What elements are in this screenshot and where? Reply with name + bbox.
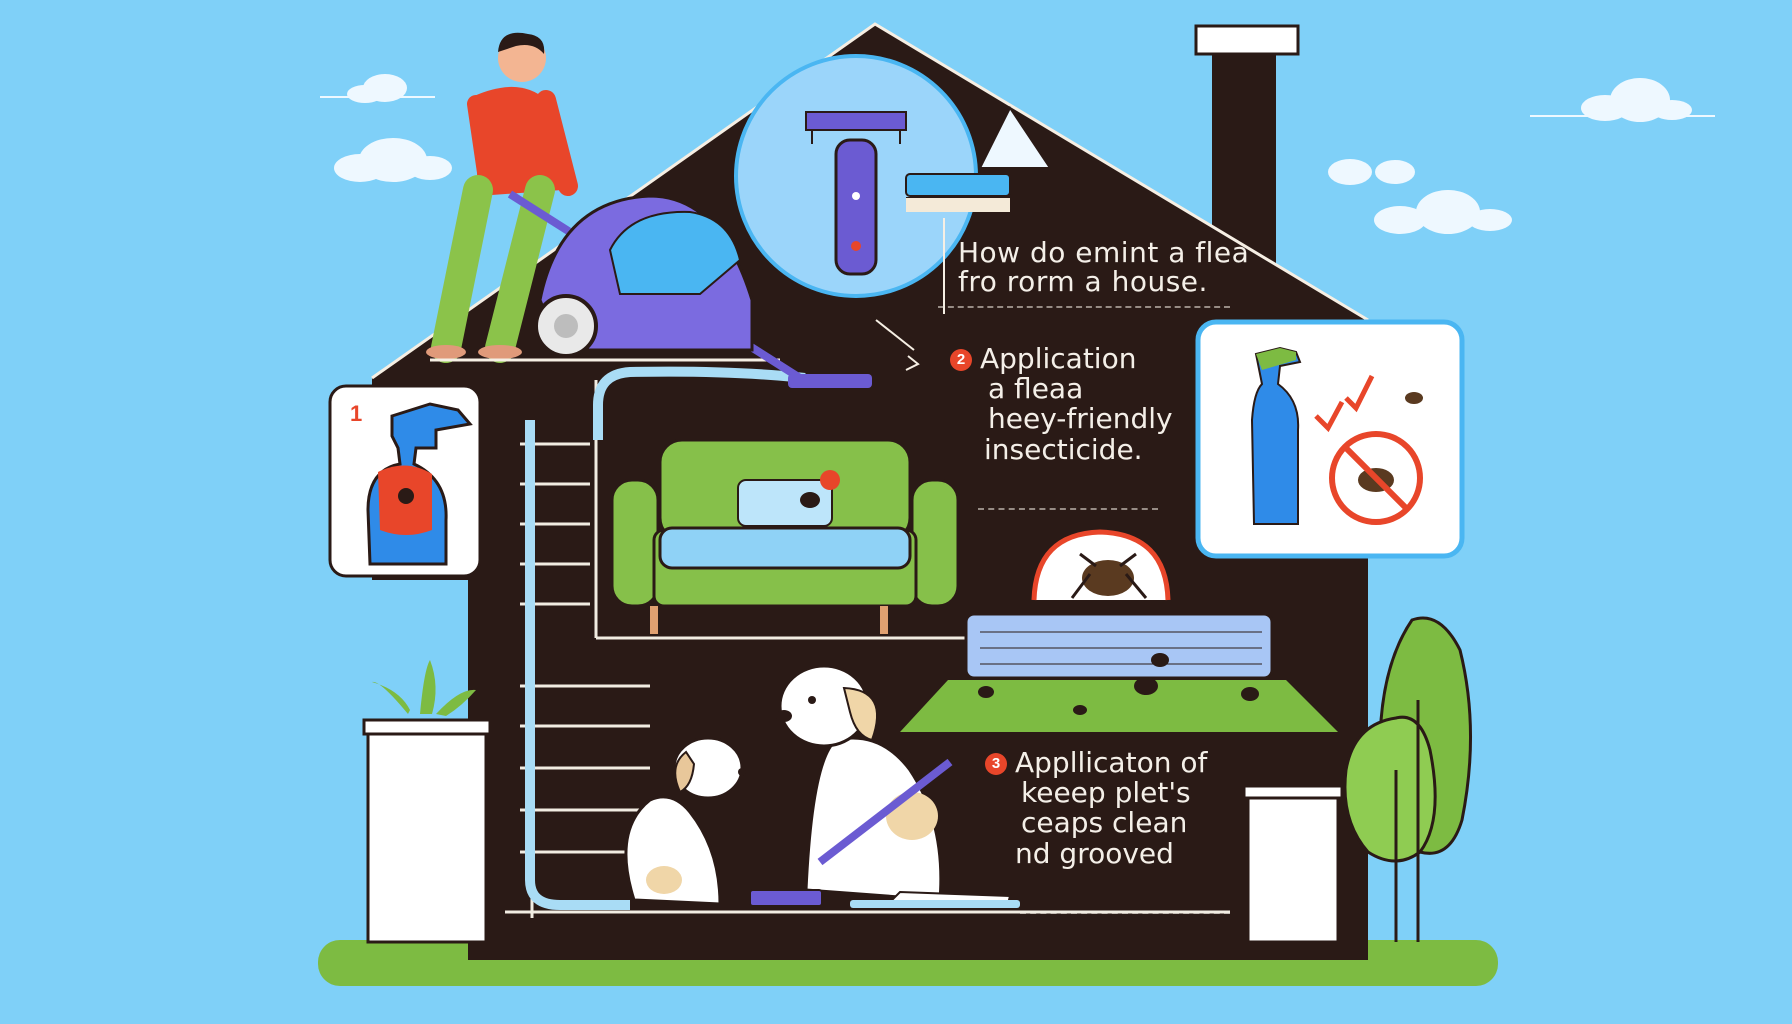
man-figure [426, 32, 780, 363]
sofa-icon [610, 438, 960, 634]
cloud-icon [1328, 159, 1415, 185]
step-3-line-3: ceaps clean [1021, 806, 1188, 840]
vacuum-hose [525, 366, 806, 910]
checkmark-icon [1314, 400, 1345, 433]
step-3-number: 3 [985, 753, 1007, 775]
spray-bottle-icon [1250, 346, 1302, 525]
step-3: 3 Appllicaton of keeep plet's ceaps clean… [985, 746, 1208, 870]
title-line-2: fro rorm a house. [958, 265, 1208, 299]
step-3-line-1: Appllicaton of [1015, 746, 1208, 779]
insecticide-panel [1195, 319, 1465, 559]
brush-icon [905, 173, 1011, 212]
title-line-1: How do emint a flea [958, 236, 1250, 269]
step-2-line-1: Application [980, 342, 1137, 375]
step-1-badge: 1 [350, 401, 363, 426]
vacuum-icon [507, 190, 872, 388]
vacuum-icon [749, 758, 1020, 908]
cloud-icon [1530, 78, 1715, 122]
dog-icon [624, 736, 746, 906]
checkmark-icon [1344, 374, 1375, 413]
step-2-line-2: a fleaa [988, 372, 1084, 406]
tree-icon [1242, 616, 1472, 944]
step-2: 2 Application a fleaa heey-friendly insec… [950, 342, 1173, 466]
cloud-icon [320, 74, 435, 103]
radiator [900, 612, 1338, 732]
cloud-icon [334, 138, 452, 182]
step-2-line-3: heey-friendly [988, 402, 1173, 436]
flea-icon [800, 492, 820, 508]
flea-icon [1031, 529, 1171, 601]
no-flea-icon [1329, 431, 1423, 525]
step-3-line-4: nd grooved [1015, 836, 1174, 870]
plant-icon [362, 660, 492, 944]
divider [978, 508, 1158, 510]
divider [1020, 912, 1230, 914]
page-title: How do emint a flea fro rorm a house. [958, 238, 1249, 297]
step-3-line-2: keeep plet's [1021, 776, 1191, 810]
step-2-number: 2 [950, 349, 972, 371]
divider [938, 306, 1230, 308]
brush-icon [805, 111, 907, 276]
cloud-icon [1374, 190, 1512, 234]
step-2-line-4: insecticide. [984, 432, 1143, 466]
spray-bottle-panel [328, 384, 482, 578]
